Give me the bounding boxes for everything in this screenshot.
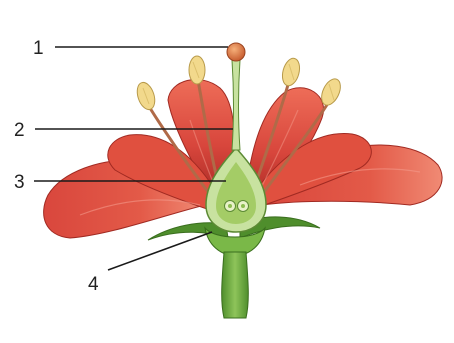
stigma: [227, 43, 245, 61]
label-2: 2: [14, 120, 25, 141]
callout-labels: 1 2 3 4: [14, 38, 99, 295]
label-3: 3: [14, 172, 25, 193]
style: [232, 60, 240, 150]
leader-line-4: [108, 232, 212, 270]
stem: [222, 252, 249, 318]
anther: [189, 56, 205, 84]
label-1: 1: [33, 38, 44, 59]
label-4: 4: [88, 274, 99, 295]
